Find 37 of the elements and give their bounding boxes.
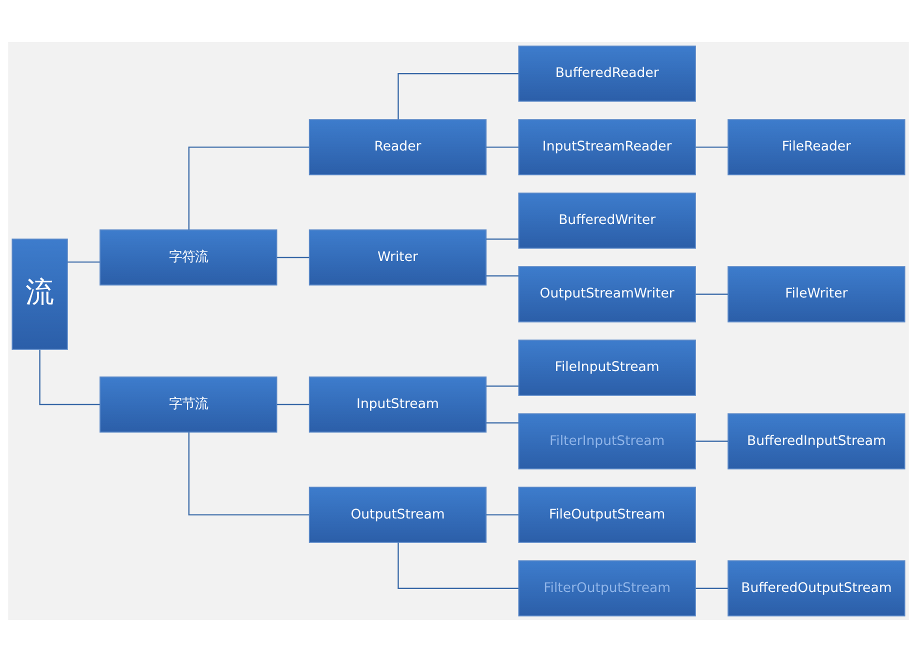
connector: [188, 432, 310, 515]
node-box: BufferedReader: [518, 45, 696, 102]
node-box: FilterOutputStream: [518, 560, 696, 616]
node-box: InputStreamReader: [518, 118, 696, 175]
node-box: BufferedOutputStream: [728, 560, 906, 616]
connector: [276, 256, 310, 258]
connector: [398, 72, 519, 119]
connector: [486, 274, 519, 276]
node-box: Writer: [308, 228, 487, 286]
connector: [188, 146, 310, 230]
node-box: 字节流: [100, 376, 278, 432]
node-box: 流: [12, 238, 68, 350]
node-box: OutputStreamWriter: [518, 266, 696, 322]
connector: [486, 146, 519, 148]
connector: [696, 440, 728, 442]
connector: [486, 238, 519, 240]
node-box: InputStream: [308, 376, 487, 432]
node-box: FileReader: [728, 118, 906, 175]
node-box: FileOutputStream: [518, 486, 696, 542]
node-box: BufferedWriter: [518, 192, 696, 248]
connector: [486, 385, 519, 386]
node-box: FileWriter: [728, 266, 906, 322]
connector: [696, 293, 728, 294]
node-box: OutputStream: [308, 486, 487, 542]
connector: [398, 542, 519, 588]
connector: [276, 403, 310, 405]
node-box: 字符流: [100, 228, 278, 286]
connector: [39, 349, 100, 405]
connector: [67, 260, 100, 262]
connector: [486, 422, 519, 424]
connector: [696, 146, 728, 148]
connector: [696, 587, 728, 588]
node-box: FileInputStream: [518, 339, 696, 396]
connector: [486, 514, 519, 515]
node-box: BufferedInputStream: [728, 412, 906, 469]
node-box: FilterInputStream: [518, 412, 696, 469]
node-box: Reader: [308, 118, 487, 175]
